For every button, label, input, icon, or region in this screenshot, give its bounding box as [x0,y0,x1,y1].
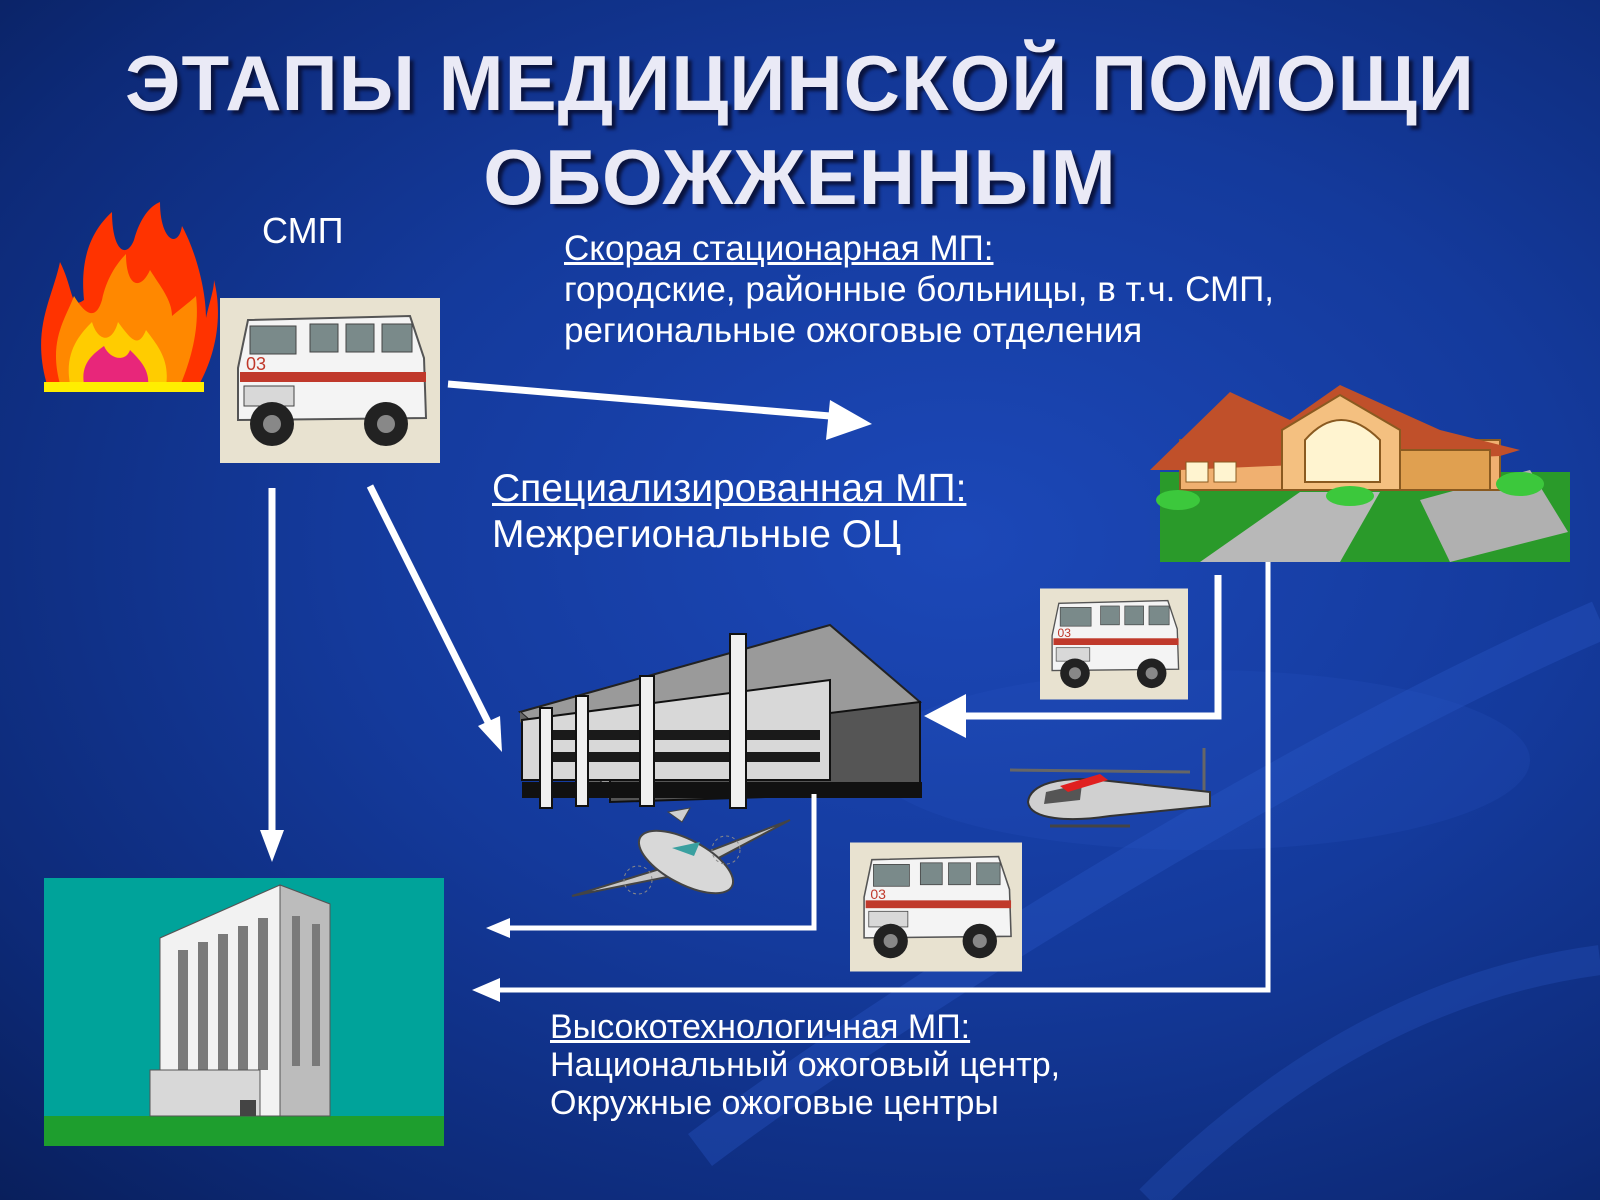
stage-hightech-line-2: Окружные ожоговые центры [550,1084,999,1122]
flow-arrows [260,380,1271,1002]
arrow-to-tower [260,488,284,862]
hospital-tower-icon [44,878,444,1146]
smp-label: СМП [262,210,344,251]
stage-emergency-heading: Скорая стационарная МП: [564,229,994,268]
page-title: ЭТАПЫ МЕДИЦИНСКОЙ ПОМОЩИ ОБОЖЖЕННЫМ [0,36,1600,224]
airplane-icon [571,807,791,897]
title-line-1: ЭТАПЫ МЕДИЦИНСКОЙ ПОМОЩИ [125,39,1475,127]
stage-hightech: Высокотехнологичная МП: Национальный ожо… [550,1008,1060,1122]
arrow-clinic-to-tower [486,794,817,938]
arrow-house-to-clinic [924,575,1222,738]
stage-emergency-line-2: региональные ожоговые отделения [564,311,1143,350]
arrow-house-to-tower [472,562,1271,1002]
stage-specialized-heading: Специализированная МП: [492,467,967,510]
house-icon [1150,385,1570,562]
arrow-to-clinic [366,484,502,752]
fire-icon [41,202,218,392]
ambulance-icon-bottom [850,842,1022,972]
title-line-2: ОБОЖЖЕННЫМ [483,133,1117,221]
ambulance-icon-right [1040,588,1188,700]
ambulance-icon-main [220,298,440,463]
stage-specialized-line-1: Межрегиональные ОЦ [492,513,901,556]
arrow-to-house [447,380,872,440]
stage-hightech-heading: Высокотехнологичная МП: [550,1008,971,1046]
stage-emergency: Скорая стационарная МП: городские, район… [564,228,1274,351]
helicopter-icon [1009,748,1211,828]
stage-emergency-line-1: городские, районные больницы, в т.ч. СМП… [564,270,1274,309]
clinic-building-icon [517,623,923,809]
stage-hightech-line-1: Национальный ожоговый центр, [550,1046,1061,1084]
stage-specialized: Специализированная МП: Межрегиональные О… [492,466,966,558]
